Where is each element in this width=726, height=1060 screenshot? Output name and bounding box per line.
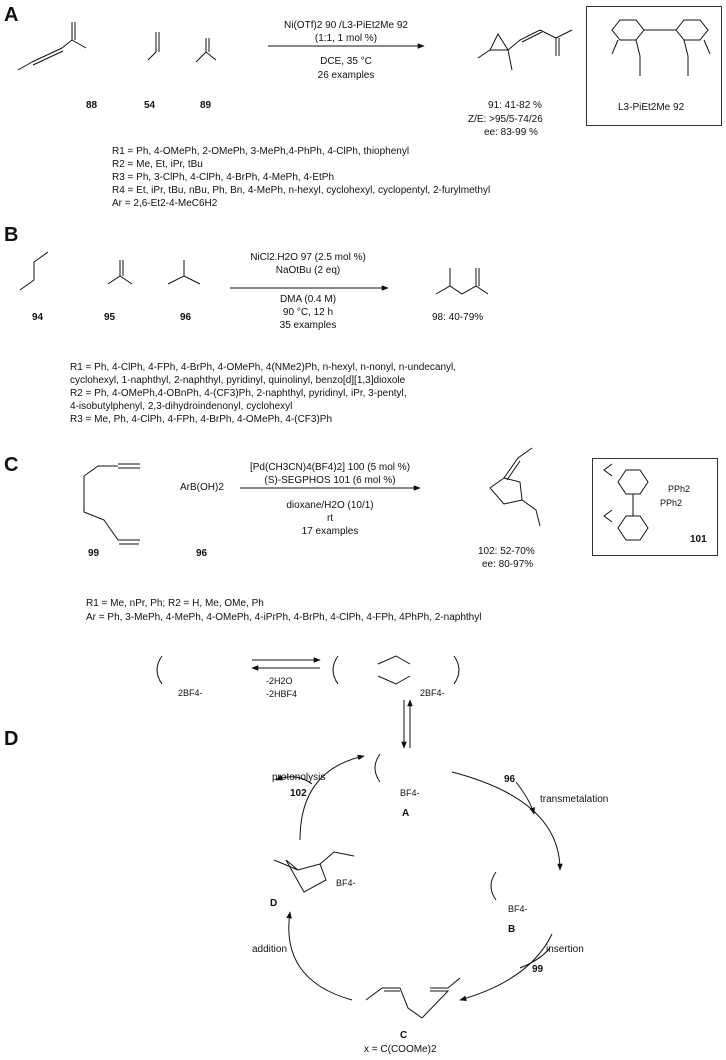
counterion-right: 2BF4-: [420, 688, 445, 698]
intermediate-a: A: [402, 808, 410, 819]
x-definition: x = C(COOMe)2: [364, 1044, 437, 1055]
substituent-b-2: R2 = Ph, 4-OMePh,4-OBnPh, 4-(CF3)Ph, 2-n…: [70, 388, 407, 399]
condition-line-3-c: 17 examples: [301, 526, 359, 537]
compound-98-bonds: [435, 268, 489, 295]
compound-label-95: 95: [104, 312, 116, 323]
compound-label-88: 88: [86, 100, 98, 111]
pd-d-bonds: [273, 851, 355, 893]
substituent-b-3: 4-isobutylphenyl, 2,3-dihydroindenonyl, …: [70, 401, 293, 412]
reagent-line-2-b: NaOtBu (2 eq): [275, 265, 341, 276]
ligand-101-label: 101: [690, 534, 707, 545]
product-91-ze: Z/E: >95/5-74/26: [468, 114, 543, 125]
substituent-c-1: Ar = Ph, 3-MePh, 4-MePh, 4-OMePh, 4-iPrP…: [86, 612, 482, 623]
compound-88-bonds: [17, 22, 87, 71]
product-91-ee: ee: 83-99 %: [484, 127, 538, 138]
compound-label-89: 89: [200, 100, 212, 111]
cycle-arrow-addition: [286, 911, 353, 1001]
cycle-output-102: 102: [290, 788, 307, 799]
substituent-a-2: R3 = Ph, 3-ClPh, 4-ClPh, 4-BrPh, 4-MePh,…: [112, 172, 335, 183]
output-102-arrow: [275, 775, 313, 785]
compound-94-bonds: [19, 251, 49, 291]
pd-dimer-right: [453, 655, 460, 685]
pd-b-bidentate: [490, 871, 497, 901]
cycle-arrow-insertion: [459, 933, 553, 1001]
intermediate-c: C: [400, 1030, 408, 1041]
counterion-left: 2BF4-: [178, 688, 203, 698]
product-102-ee: ee: 80-97%: [482, 559, 534, 570]
panel-label-b: B: [4, 224, 19, 246]
ligand-92-bonds: [611, 19, 711, 76]
intermediate-b: B: [508, 924, 516, 935]
compound-label-94: 94: [32, 312, 44, 323]
reagent-line-2-a: (1:1, 1 mol %): [314, 33, 378, 44]
compound-91-bonds: [477, 29, 573, 71]
pd-c-bonds: [365, 977, 461, 1019]
substituent-a-4: Ar = 2,6-Et2-4-MeC6H2: [112, 198, 218, 209]
compound-99-bonds: [83, 463, 140, 545]
condition-line-2-b: 90 °C, 12 h: [282, 307, 334, 318]
substituent-b-4: R3 = Me, Ph, 4-ClPh, 4-FPh, 4-BrPh, 4-OM…: [70, 414, 333, 425]
ligand-92-box: [586, 6, 722, 126]
cycle-input-99: 99: [532, 964, 544, 975]
arylboronic-acid: ArB(OH)2: [180, 482, 224, 493]
compound-54-bonds: [147, 32, 160, 61]
condition-line-1-c: dioxane/H2O (10/1): [286, 500, 374, 511]
reagent-line-1-a: Ni(OTf)2 90 /L3-PiEt2Me 92: [284, 20, 408, 31]
condition-line-1-a: DCE, 35 °C: [320, 56, 372, 67]
compound-89-bonds: [195, 38, 217, 63]
panel-label-d: D: [4, 728, 19, 750]
step-transmetalation: transmetalation: [540, 794, 609, 805]
pd-a-bidentate: [374, 753, 381, 783]
equilibrium-label-1: -2H2O: [266, 676, 293, 686]
step-insertion: insertion: [546, 944, 584, 955]
pd-dimer-left: [332, 655, 339, 685]
substituent-b-1: cyclohexyl, 1-naphthyl, 2-naphthyl, pyri…: [70, 375, 406, 386]
compound-label-96b: 96: [180, 312, 192, 323]
compound-102-bonds: [489, 447, 541, 527]
substituent-a-1: R2 = Me, Et, iPr, tBu: [112, 159, 203, 170]
ligand-101-pph2-top: PPh2: [668, 484, 691, 494]
condition-line-3-b: 35 examples: [279, 320, 337, 331]
reagent-line-2-c: (S)-SEGPHOS 101 (6 mol %): [264, 475, 396, 486]
input-99-arrow: [519, 947, 551, 969]
intermediate-d: D: [270, 898, 278, 909]
compound-label-99: 99: [88, 548, 100, 559]
equilibrium-label-2: -2HBF4: [266, 689, 298, 699]
condition-line-2-a: 26 examples: [317, 70, 375, 81]
substituent-a-0: R1 = Ph, 4-OMePh, 2-OMePh, 3-MePh,4-PhPh…: [112, 146, 410, 157]
condition-line-2-c: rt: [326, 513, 334, 524]
substituent-c-0: R1 = Me, nPr, Ph; R2 = H, Me, OMe, Ph: [86, 598, 264, 609]
ligand-101-pph2-bottom: PPh2: [660, 498, 683, 508]
cycle-input-96: 96: [504, 774, 516, 785]
condition-line-1-b: DMA (0.4 M): [279, 294, 337, 305]
compound-95-bonds: [107, 260, 133, 285]
panel-label-c: C: [4, 454, 19, 476]
ligand-101-box: [592, 458, 718, 556]
input-96-arrow: [515, 781, 535, 815]
reagent-line-1-c: [Pd(CH3CN)4(BF4)2] 100 (5 mol %): [249, 462, 411, 473]
substituent-b-0: R1 = Ph, 4-ClPh, 4-FPh, 4-BrPh, 4-OMePh,…: [70, 362, 457, 373]
product-91-yield: 91: 41-82 %: [488, 100, 542, 111]
product-98-yield: 98: 40-79%: [432, 312, 484, 323]
pd-aquo-bidentate: [156, 655, 163, 685]
counterion-d: BF4-: [336, 878, 356, 888]
compound-label-96c: 96: [196, 548, 208, 559]
substituent-a-3: R4 = Et, iPr, tBu, nBu, Ph, Bn, 4-MePh, …: [112, 185, 491, 196]
product-102-yield: 102: 52-70%: [478, 546, 535, 557]
step-addition: addition: [252, 944, 288, 955]
ligand-92-label: L3-PiEt2Me 92: [618, 102, 685, 113]
compound-96-bonds: [167, 260, 201, 285]
cycle-arrow-transmetalation: [451, 771, 563, 871]
step-protonolysis: protonolysis: [272, 772, 326, 783]
reagent-line-1-b: NiCl2.H2O 97 (2.5 mol %): [250, 252, 366, 263]
pd-dimer-bridge: [377, 655, 411, 685]
counterion-a: BF4-: [400, 788, 420, 798]
counterion-b: BF4-: [508, 904, 528, 914]
cycle-arrow-protonolysis: [299, 754, 365, 841]
compound-label-54: 54: [144, 100, 156, 111]
panel-label-a: A: [4, 4, 19, 26]
ligand-101-bonds: [603, 463, 649, 541]
